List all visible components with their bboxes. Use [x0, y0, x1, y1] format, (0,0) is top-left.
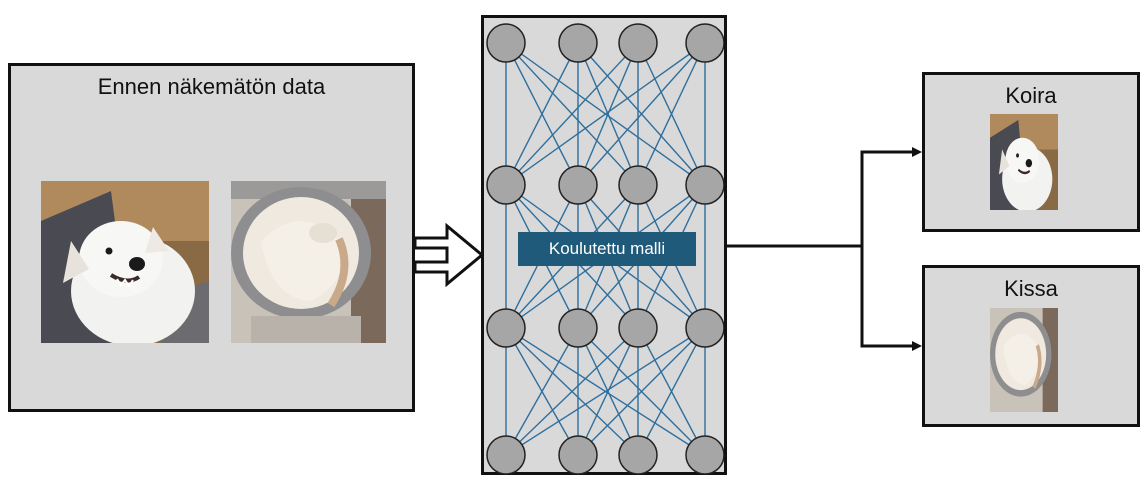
dog-thumbnail-image [990, 114, 1058, 210]
trained-model-label: Koulutettu malli [518, 232, 696, 266]
input-panel-title: Ennen näkemätön data [97, 74, 326, 99]
network-node-layer-1 [486, 23, 526, 63]
network-node-layer-2 [486, 165, 526, 205]
network-edge [505, 327, 579, 456]
network-edge [505, 42, 639, 186]
network-edge [577, 327, 639, 456]
network-node-layer-3 [486, 308, 526, 348]
input-data-panel: Ennen näkemätön data [8, 63, 415, 412]
network-node-layer-2 [558, 165, 598, 205]
network-edge [505, 42, 706, 186]
output-label-cat: Kissa [1004, 276, 1058, 301]
network-edge [505, 327, 639, 456]
network-node-layer-1 [618, 23, 658, 63]
network-node-layer-1 [558, 23, 598, 63]
output-label-dog: Koira [1005, 83, 1057, 108]
branch-line-dog [860, 150, 912, 246]
cat-thumbnail-image [990, 308, 1058, 412]
output-dog-panel: Koira [922, 72, 1140, 232]
input-to-model-arrow [413, 222, 485, 288]
network-edge [505, 327, 706, 456]
output-cat-panel: Kissa [922, 265, 1140, 427]
cat-photo-image [231, 181, 386, 343]
arrowhead-cat-icon [912, 341, 922, 351]
network-node-layer-3 [558, 308, 598, 348]
network-node-layer-2 [618, 165, 658, 205]
network-edge [637, 42, 706, 186]
neural-network-panel [481, 15, 727, 475]
network-edge [505, 42, 579, 186]
dog-photo-image [41, 181, 209, 343]
network-edge [577, 42, 706, 186]
output-connector-lines [727, 147, 922, 351]
branch-line-cat [860, 246, 912, 348]
network-edge [577, 327, 706, 456]
arrowhead-dog-icon [912, 147, 922, 157]
network-node-layer-3 [618, 308, 658, 348]
network-edge [637, 327, 706, 456]
network-edge [577, 42, 639, 186]
